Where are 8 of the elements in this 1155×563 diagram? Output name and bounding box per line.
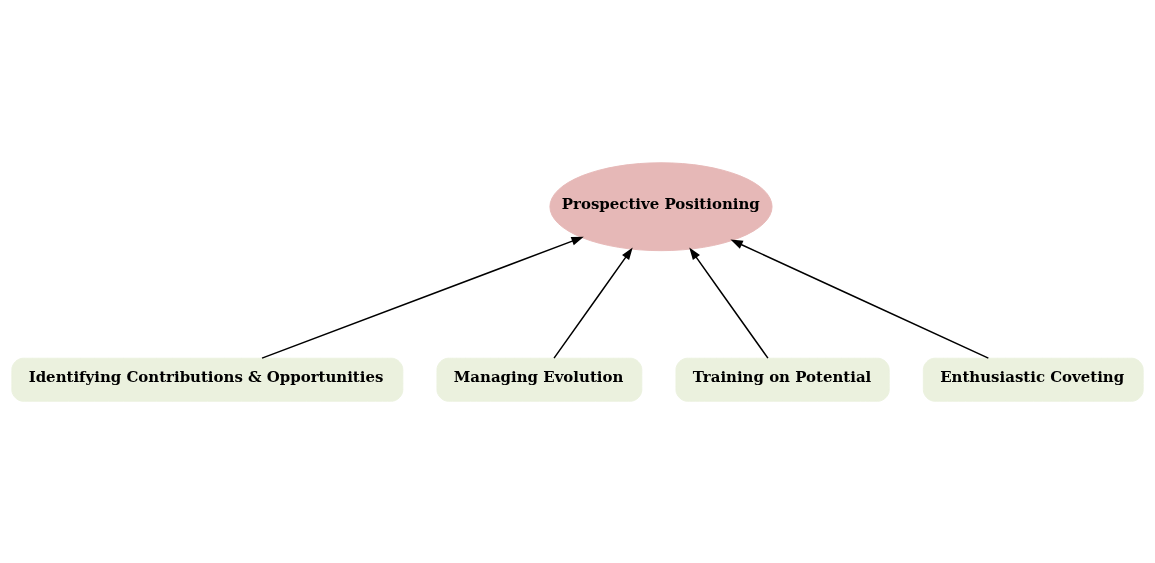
arrow <box>689 246 769 359</box>
node-box: Training on Potential <box>675 357 890 402</box>
arrow <box>730 239 990 359</box>
arrow <box>553 246 633 359</box>
node-box: Managing Evolution <box>436 357 643 402</box>
node-box: Identifying Contributions & Opportunities <box>11 357 404 402</box>
arrow <box>261 236 584 359</box>
node-box: Enthusiastic Coveting <box>922 357 1144 402</box>
